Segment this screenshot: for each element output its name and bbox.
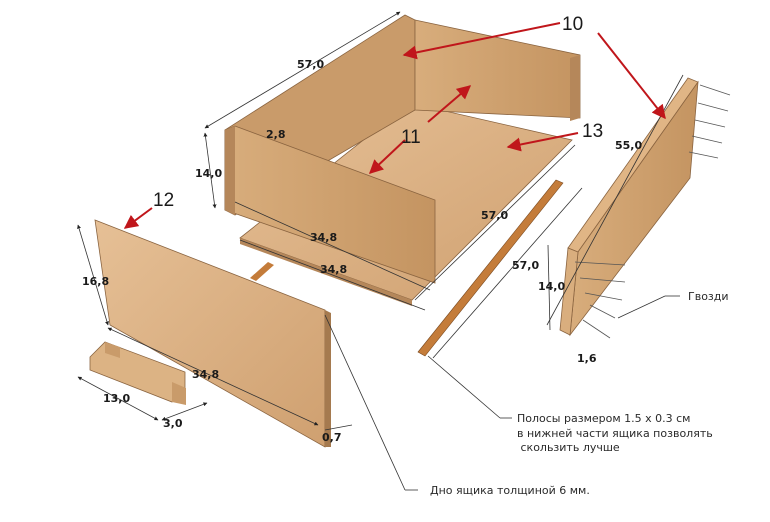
callout-10: 10 — [562, 14, 583, 35]
dim-side-panel-length: 55,0 — [615, 139, 642, 152]
note-strips-line3: скользить лучше — [517, 441, 620, 454]
dim-side-panel-height: 14,0 — [538, 280, 565, 293]
note-strips-line2: в нижней части ящика позволять — [517, 427, 713, 440]
dim-inner-front-width: 34,8 — [310, 231, 337, 244]
dim-side-height: 14,0 — [195, 167, 222, 180]
side-panel — [559, 77, 699, 337]
dim-side-thickness: 2,8 — [266, 128, 286, 141]
note-nails: Гвозди — [688, 290, 729, 303]
dim-bottom-length: 57,0 — [481, 209, 508, 222]
dim-handle-depth: 3,0 — [163, 417, 183, 430]
dim-front-height: 16,8 — [82, 275, 109, 288]
note-bottom: Дно ящика толщиной 6 мм. — [430, 484, 590, 497]
callout-13: 13 — [582, 121, 603, 142]
nails — [574, 84, 731, 339]
guide-strip — [417, 179, 564, 357]
guide-strip-under — [250, 262, 274, 281]
dim-handle-length: 13,0 — [103, 392, 130, 405]
dim-bottom-width: 34,8 — [320, 263, 347, 276]
callout-arrows — [123, 22, 666, 229]
dim-strip-length: 57,0 — [512, 259, 539, 272]
callout-11: 11 — [401, 127, 421, 148]
dim-side-panel-thickness: 1,6 — [577, 352, 597, 365]
note-strips-line1: Полосы размером 1.5 x 0.3 см — [517, 412, 690, 425]
callout-12: 12 — [153, 190, 174, 211]
dim-front-width: 34,8 — [192, 368, 219, 381]
dim-front-thickness: 0,7 — [322, 431, 342, 444]
dim-back-length: 57,0 — [297, 58, 324, 71]
